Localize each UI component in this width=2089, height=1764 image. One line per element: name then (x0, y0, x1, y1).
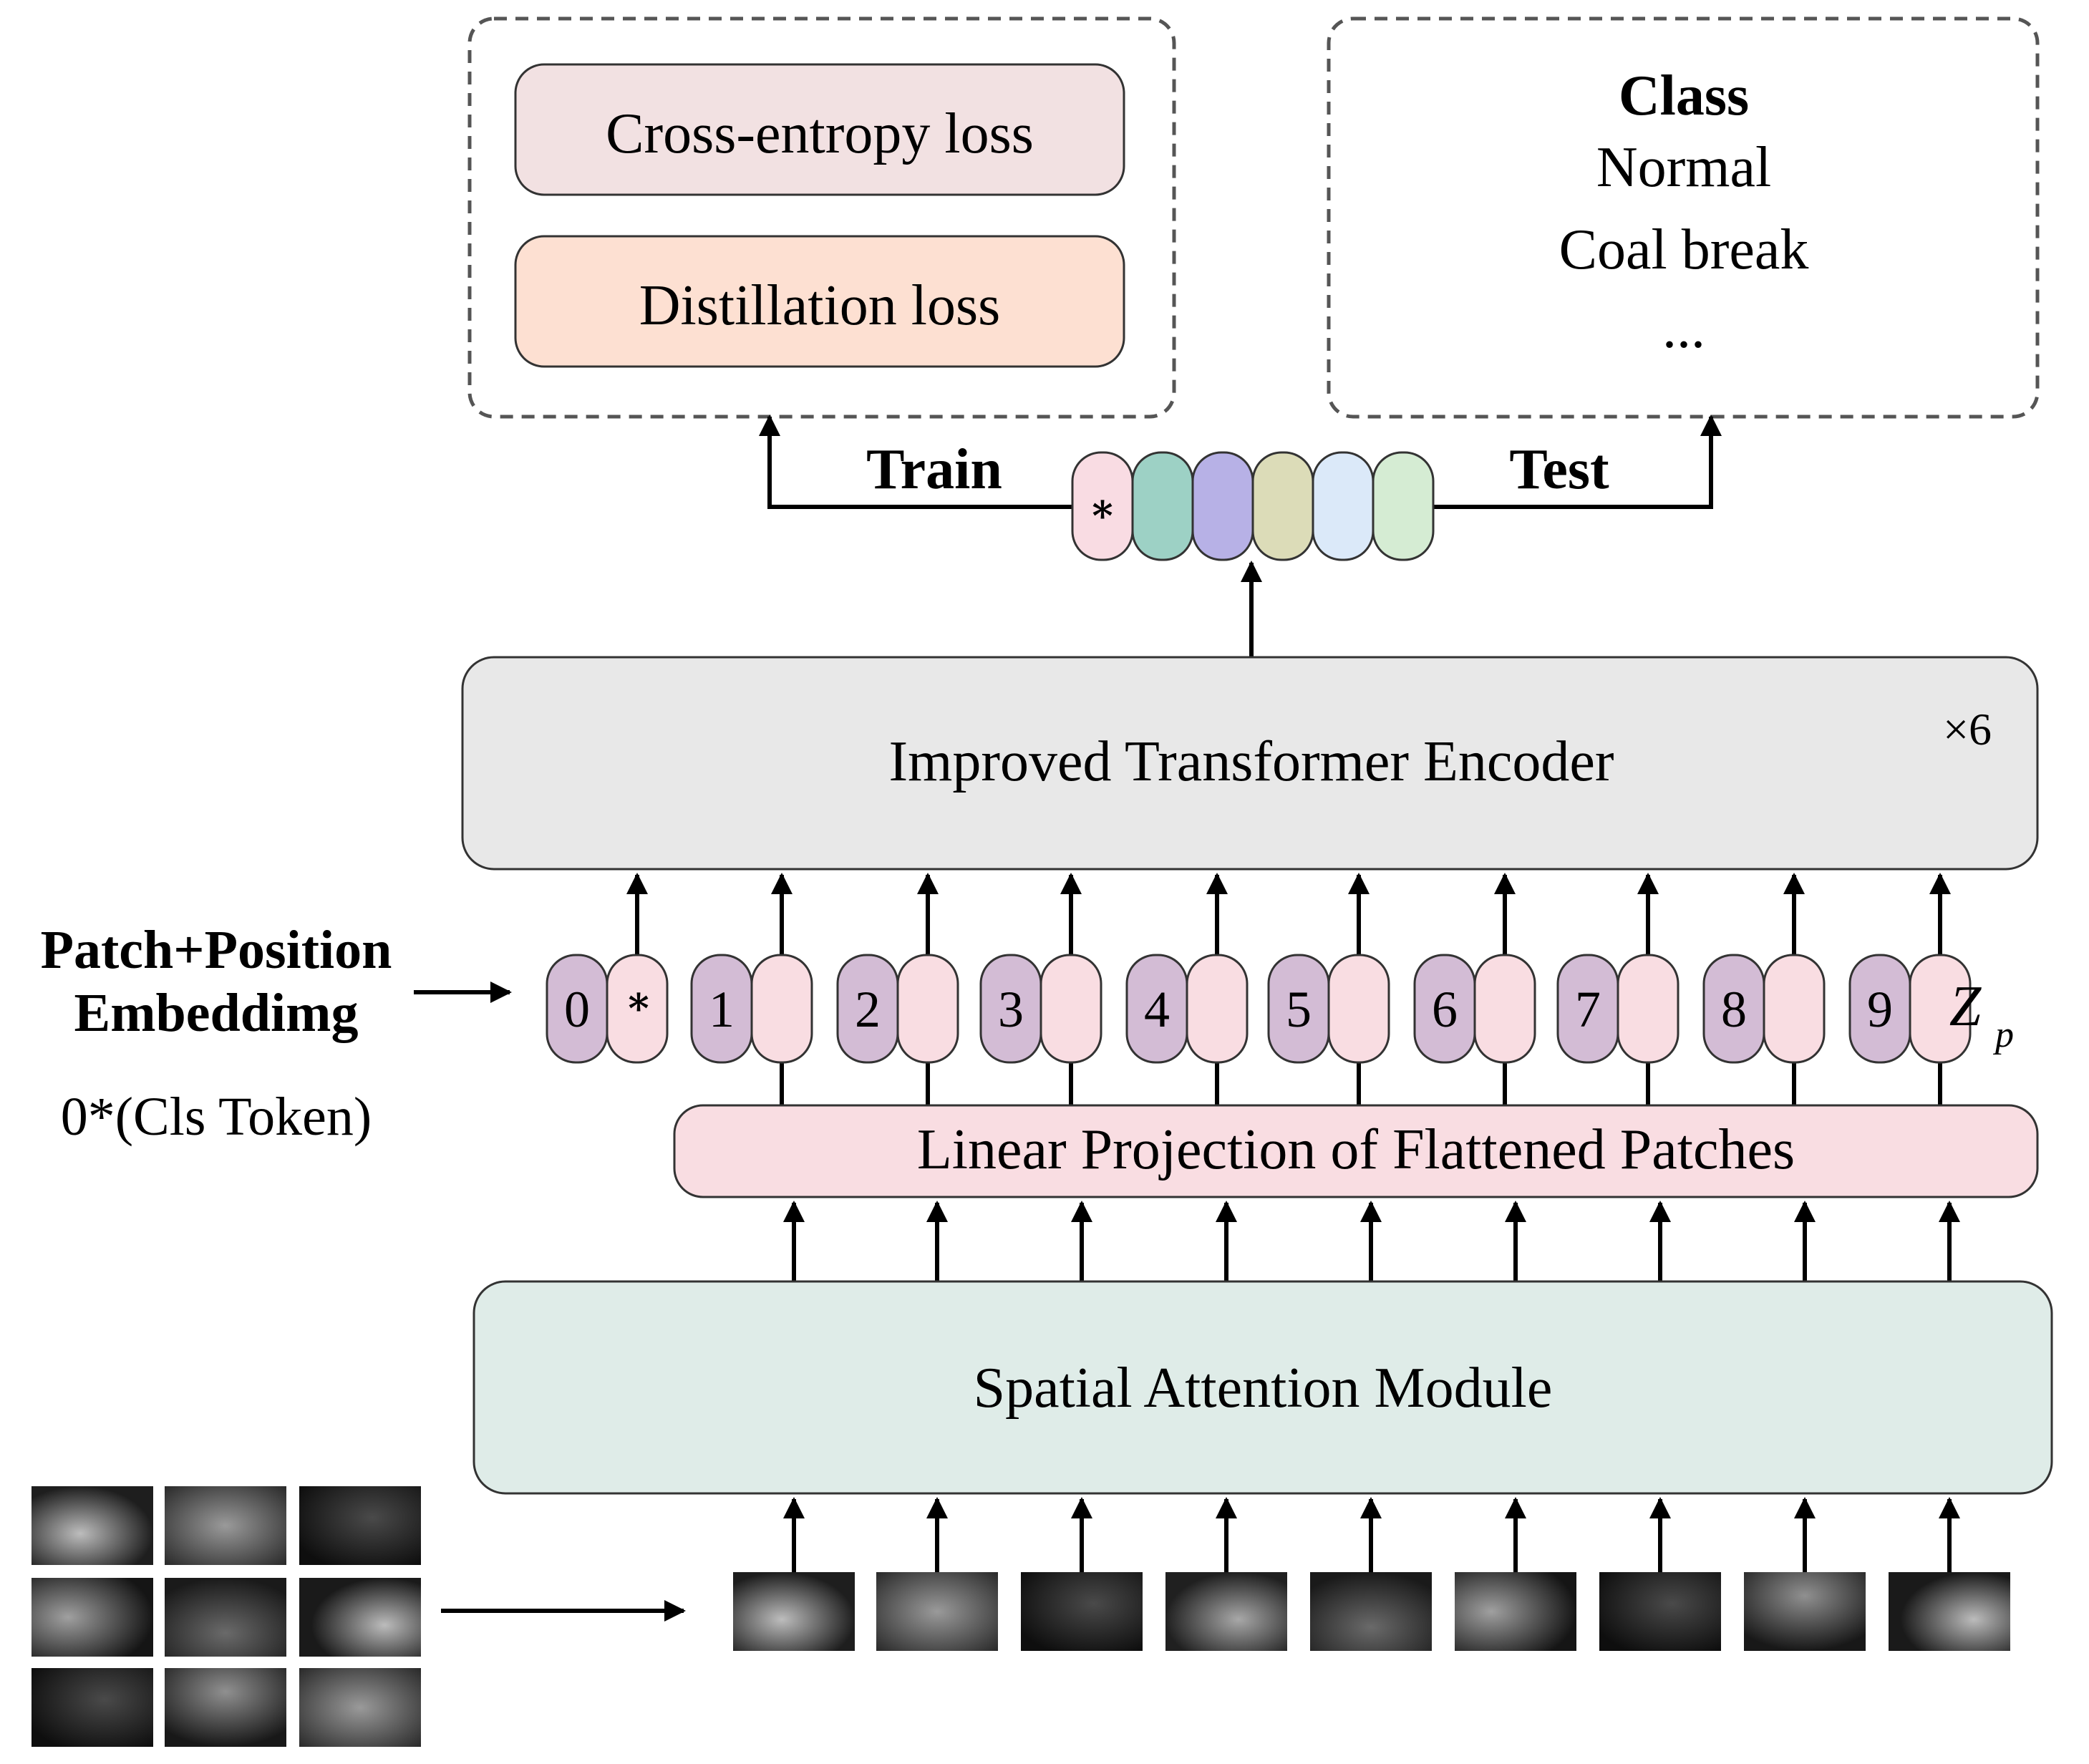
position-index: 3 (998, 981, 1024, 1038)
output-cls-symbol: * (1092, 493, 1113, 540)
patch-token (1909, 954, 1972, 1064)
position-index: 4 (1144, 981, 1170, 1038)
distillation-loss-label: Distillation loss (639, 274, 1001, 337)
output-token (1312, 451, 1375, 561)
position-index: 7 (1575, 981, 1601, 1038)
embedding-arrows (626, 873, 1951, 1105)
transformer-encoder-box (461, 656, 2039, 871)
patch-token (750, 954, 813, 1064)
spatial-attention-label: Spatial Attention Module (974, 1357, 1553, 1420)
position-index: 5 (1286, 981, 1312, 1038)
patch-token (1039, 954, 1102, 1064)
position-index: 9 (1867, 981, 1893, 1038)
patch-token (1327, 954, 1390, 1064)
train-output-box (467, 16, 1176, 419)
spatial-attention-box (472, 1280, 2053, 1495)
patch-token (1186, 954, 1249, 1064)
embedding-cls-symbol: * (628, 985, 649, 1032)
patch-token (896, 954, 959, 1064)
test-label: Test (1509, 438, 1609, 501)
patch-input-arrows (783, 1497, 1960, 1572)
projection-input-arrows (783, 1201, 1960, 1281)
class-normal: Normal (1596, 136, 1771, 199)
position-index: 6 (1432, 981, 1458, 1038)
cls-token-note: 0*(Cls Token) (61, 1087, 372, 1147)
cross-entropy-loss-box (514, 63, 1125, 196)
output-token (1372, 451, 1435, 561)
test-arrow (1432, 415, 1722, 509)
class-ellipsis: ... (1662, 297, 1705, 360)
embedding-title-line1: Patch+Position (41, 920, 392, 980)
input-image-grid (31, 1486, 421, 1747)
cross-entropy-loss-label: Cross-entropy loss (606, 102, 1034, 165)
distillation-loss-box (514, 235, 1125, 368)
position-index: 2 (855, 981, 881, 1038)
test-output-box (1327, 16, 2040, 419)
patch-token (1617, 954, 1680, 1064)
class-coal-break: Coal break (1559, 218, 1809, 281)
patch-token (1473, 954, 1536, 1064)
embedding-token-row (546, 954, 1972, 1064)
position-index: 8 (1721, 981, 1747, 1038)
class-title: Class (1619, 64, 1749, 127)
patch-token (1763, 954, 1826, 1064)
position-index: 0 (564, 981, 590, 1038)
output-token (1191, 451, 1254, 561)
z-subscript: p (1992, 1014, 2014, 1055)
embedding-index-labels: 0 1 2 3 4 5 6 7 8 9 (564, 981, 1893, 1038)
position-index: 1 (709, 981, 735, 1038)
encoder-repeat-label: ×6 (1943, 704, 1992, 755)
train-arrow (759, 415, 1074, 509)
train-label: Train (866, 438, 1002, 501)
transformer-encoder-label: Improved Transformer Encoder (888, 730, 1614, 793)
linear-projection-label: Linear Projection of Flattened Patches (917, 1118, 1795, 1181)
z-label: Z (1949, 975, 1982, 1038)
output-token-row (1071, 451, 1435, 561)
flattened-patch-row (733, 1572, 2010, 1651)
linear-projection-box (673, 1104, 2039, 1198)
output-token (1131, 451, 1194, 561)
embedding-title-line2: Embeddimg (74, 983, 359, 1043)
cls-token (606, 954, 669, 1064)
output-token (1251, 451, 1314, 561)
